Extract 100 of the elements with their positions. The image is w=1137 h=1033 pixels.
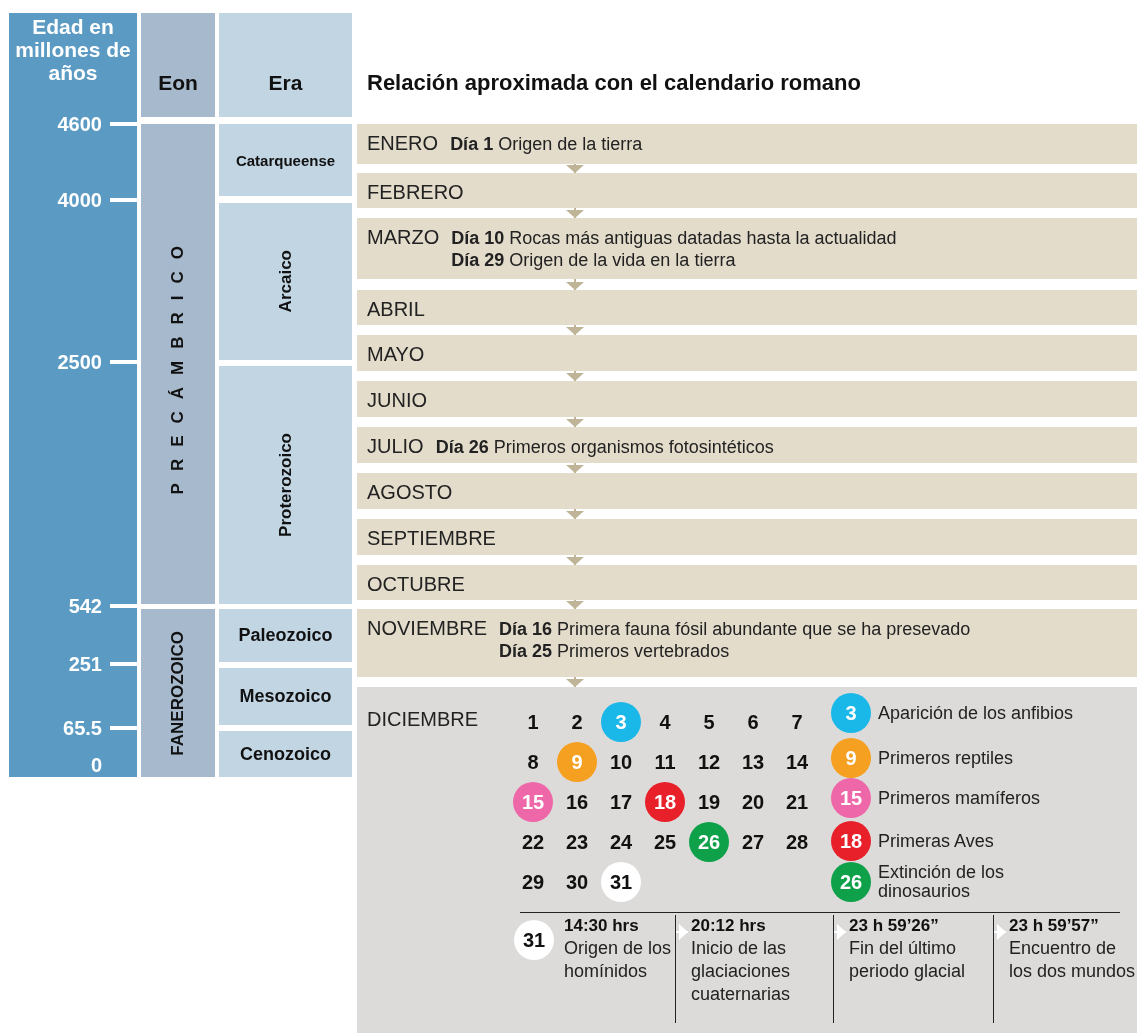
event-text: Día 1 Origen de la tierra [450,133,643,155]
chevron-arrow [566,324,584,336]
month-name: OCTUBRE [367,572,465,596]
event-time: 23 h 59’57” [1009,915,1100,937]
month-band [357,565,1137,600]
month-name: NOVIEMBRE [367,616,488,640]
day-number: 14 [784,750,810,774]
event-text: Fin del último periodo glacial [849,937,967,983]
month-name: MAYO [367,342,425,366]
day-number: 9 [571,750,583,774]
month-band [357,519,1137,555]
eon-band [141,124,215,604]
era-band [219,731,352,777]
band-label: PRECÁMBRICO [168,233,188,495]
chevron-arrow [566,370,584,382]
event-text: Inicio de las glaciaciones cuaternarias [691,937,792,1006]
chevron-arrow [566,163,584,174]
tick-label: 542 [67,594,102,618]
day-number: 21 [784,790,810,814]
day-number: 24 [608,830,634,854]
highlighted-day [601,702,641,742]
chevron-arrow [566,416,584,428]
day-number: 4 [658,710,672,734]
highlighted-day [514,920,554,960]
event-time: 23 h 59’26” [849,915,940,937]
event-text: Día 29 Origen de la vida en la tierra [451,249,737,271]
band-label: Paleozoico [238,625,333,646]
era-band [219,203,352,360]
month-band [357,290,1137,325]
band-label: Proterozoico [275,433,296,537]
day-number: 12 [696,750,722,774]
month-band [357,473,1137,509]
event-text: Día 25 Primeros vertebrados [499,640,731,662]
day-number: 17 [608,790,634,814]
event-text: Día 16 Primera fauna fósil abundante que se ha presevado [499,618,971,640]
chevron-arrow [566,462,584,474]
legend-text: Primeros reptiles [878,748,1015,768]
era-band [219,124,352,196]
day-number: 16 [564,790,590,814]
day-number: 22 [520,830,546,854]
event-text: Origen de los homínidos [564,937,673,983]
month-name: SEPTIEMBRE [367,526,496,550]
event-time: 14:30 hrs [564,915,640,937]
day-number: 27 [740,830,766,854]
band-label: Cenozoico [240,743,331,765]
chevron-arrow [566,278,584,291]
highlighted-day [557,742,597,782]
day-number: 15 [521,790,545,814]
tick-label: 2500 [56,350,102,374]
highlighted-day [601,862,641,902]
event-text: Día 10 Rocas más antiguas datadas hasta la actualidad [451,227,897,249]
era-band [219,366,352,604]
era-band [219,609,352,662]
day-number: 29 [520,870,546,894]
day-number: 11 [653,750,677,774]
day-number: 9 [845,746,857,770]
day-number: 30 [564,870,590,894]
event-text: Día 26 Primeros organismos fotosintéticos [435,436,774,458]
day-number: 26 [839,870,863,894]
timeline-entry [688,915,834,1023]
band-label: Catarqueense [235,151,336,169]
axis-title: Edad en millones de años [14,15,132,84]
day-number: 18 [653,790,677,814]
day-number: 3 [615,710,627,734]
legend-text: Primeras Aves [878,831,995,851]
column-header-text: Eon [158,71,198,95]
event-time: 20:12 hrs [691,915,767,937]
day-number: 20 [740,790,766,814]
month-name: JULIO [367,434,424,458]
day-number: 31 [609,870,633,894]
legend-text: Aparición de los anfibios [878,703,1075,723]
month-name: AGOSTO [367,480,453,504]
age-column [9,13,137,777]
day-number: 2 [570,710,584,734]
month-band [357,427,1137,463]
chevron-arrow [675,924,689,940]
chevron-arrow [566,207,584,219]
column-header [219,13,352,117]
day-number: 19 [696,790,722,814]
band-label: FANEROZOICO [168,630,188,756]
eon-band [141,609,215,777]
day-number: 15 [839,786,863,810]
month-band [357,381,1137,417]
chevron-arrow [833,924,847,940]
day-number: 13 [740,750,766,774]
timeline-entry [846,915,994,1023]
month-band [357,609,1137,677]
month-band [357,335,1137,371]
chevron-arrow [993,924,1007,940]
day-number: 26 [697,830,721,854]
highlighted-day [645,782,685,822]
day-number: 8 [526,750,540,774]
band-label: Mesozoico [239,686,332,707]
day-number: 3 [845,701,857,725]
era-band [219,668,352,725]
column-header [141,13,215,117]
band-label: Arcaico [275,250,296,313]
month-name: ENERO [367,131,439,155]
day-number: 28 [784,830,810,854]
day-number: 18 [839,829,863,853]
